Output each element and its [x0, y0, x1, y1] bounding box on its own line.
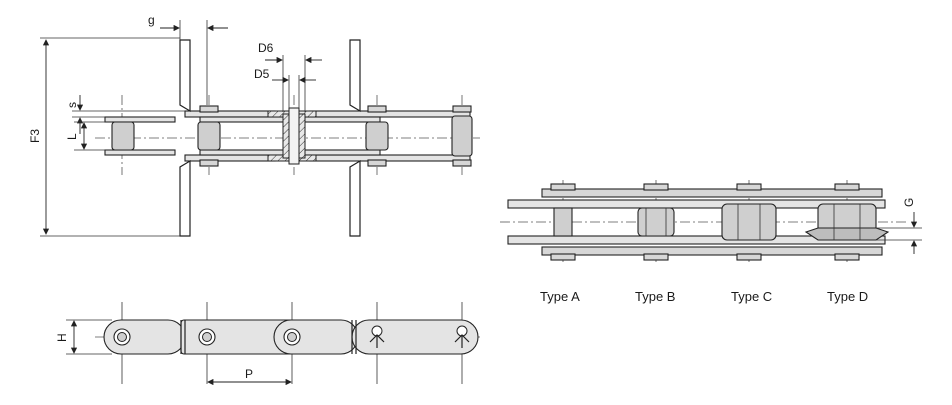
roller-2: [197, 121, 221, 151]
side-link-4: [351, 319, 479, 355]
caption-type-b: Type B: [635, 289, 675, 304]
cotter-pin-2: [454, 325, 470, 348]
dim-label-f3: F3: [28, 129, 42, 143]
outer-plate-bottom-2: [309, 154, 471, 162]
outer-plate-bottom-1: [184, 154, 276, 162]
roller-5: [451, 115, 473, 157]
dim-label-h: H: [55, 333, 69, 342]
roller-1: [111, 121, 135, 151]
roller-types-view: G Type A Type B Type C Type D: [500, 180, 922, 304]
dim-label-d5: D5: [254, 67, 270, 81]
type-d-flange: [804, 227, 890, 241]
roller-4: [365, 121, 389, 151]
plan-view-with-attachments: g D6 D5 s L F3: [28, 13, 480, 237]
outer-plate-top: [507, 199, 886, 209]
cotter-pin-1: [369, 325, 385, 348]
caption-type-c: Type C: [731, 289, 772, 304]
sectioned-pin: [288, 107, 300, 165]
caption-type-a: Type A: [540, 289, 580, 304]
type-b-roller: [637, 207, 675, 237]
type-c-roller: [721, 203, 777, 241]
side-view-chain: H P: [55, 302, 480, 386]
dim-label-s: s: [65, 102, 79, 108]
outer-plate-top-2: [309, 110, 471, 118]
type-a-bushing: [553, 207, 573, 237]
caption-type-d: Type D: [827, 289, 868, 304]
outer-plate-top-1: [184, 110, 276, 118]
dim-label-d6: D6: [258, 41, 274, 55]
dim-label-l: L: [65, 133, 79, 140]
dim-label-g-type-d: G: [902, 198, 916, 207]
dim-label-p: P: [245, 367, 253, 381]
dim-label-g: g: [148, 13, 155, 27]
